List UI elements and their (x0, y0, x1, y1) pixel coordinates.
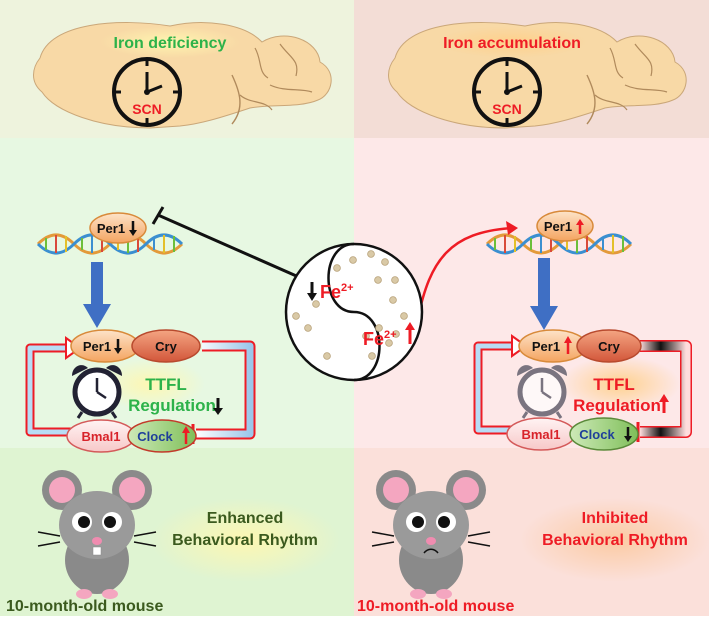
per1-right-up-icon (564, 336, 572, 354)
fe-down-arrow-icon (307, 282, 317, 301)
condition-label-right: Iron accumulation (443, 35, 581, 52)
activation-arrow-right (416, 226, 513, 319)
svg-text:Cry: Cry (598, 339, 620, 354)
iron-yin-yang (284, 242, 424, 382)
mouse-caption-left: 10-month-old mouse (6, 598, 163, 615)
fe-up-arrow-icon (405, 322, 415, 344)
regulation-left-down-icon (213, 398, 223, 415)
alarm-clock-right-icon (517, 365, 567, 419)
regulation-right-up-icon (659, 394, 669, 413)
blue-arrow-right-icon (530, 258, 558, 330)
clock-left-up-icon (182, 426, 190, 444)
blue-arrow-left-icon (83, 262, 111, 328)
regulation-label-right: Regulation (573, 396, 661, 415)
per1-left-down-icon (114, 339, 122, 354)
clock-right-down-icon (624, 427, 632, 442)
condition-label-left: Iron deficiency (114, 35, 227, 52)
clock-protein-left (127, 419, 197, 453)
behavior-left-line2: Behavioral Rhythm (172, 532, 318, 549)
behavior-right-line2: Behavioral Rhythm (542, 532, 688, 549)
scn-label-left: SCN (132, 101, 162, 117)
cry-protein-right (576, 329, 642, 363)
dna-left (36, 233, 184, 255)
dna-right (485, 233, 633, 255)
svg-text:Bmal1: Bmal1 (521, 427, 560, 442)
alarm-clock-left-icon (72, 365, 122, 419)
behavior-left-line1: Enhanced (207, 510, 283, 527)
scn-clock-right-icon (472, 57, 542, 127)
clock-protein-right (569, 417, 639, 451)
fe-label-right: Fe2+ (363, 329, 397, 349)
svg-text:Bmal1: Bmal1 (81, 429, 120, 444)
svg-text:Cry: Cry (155, 339, 177, 354)
scn-label-right: SCN (492, 101, 522, 117)
cry-protein-left (131, 329, 201, 363)
mouse-caption-right: 10-month-old mouse (357, 598, 514, 615)
regulation-label-left: Regulation (128, 396, 216, 415)
svg-text:Per1: Per1 (83, 339, 111, 354)
mouse-right-icon (371, 470, 491, 599)
svg-text:Clock: Clock (579, 427, 615, 442)
mouse-left-icon (37, 470, 157, 599)
per1-gene-right-label: Per1 (544, 219, 572, 234)
ttfl-label-left: TTFL (145, 375, 187, 394)
per1-gene-left (89, 212, 147, 244)
fe-label-left: Fe2+ (320, 282, 354, 302)
inhibition-bar (151, 206, 165, 225)
ttfl-label-right: TTFL (593, 375, 635, 394)
behavior-right-line1: Inhibited (582, 510, 649, 527)
scn-clock-left-icon (112, 57, 182, 127)
svg-text:Per1: Per1 (532, 339, 560, 354)
inhibition-line-left (157, 213, 311, 284)
per1-gene-left-label: Per1 (97, 221, 125, 236)
svg-text:Clock: Clock (137, 429, 173, 444)
down-arrow-icon (129, 221, 137, 236)
up-arrow-icon (576, 219, 584, 234)
